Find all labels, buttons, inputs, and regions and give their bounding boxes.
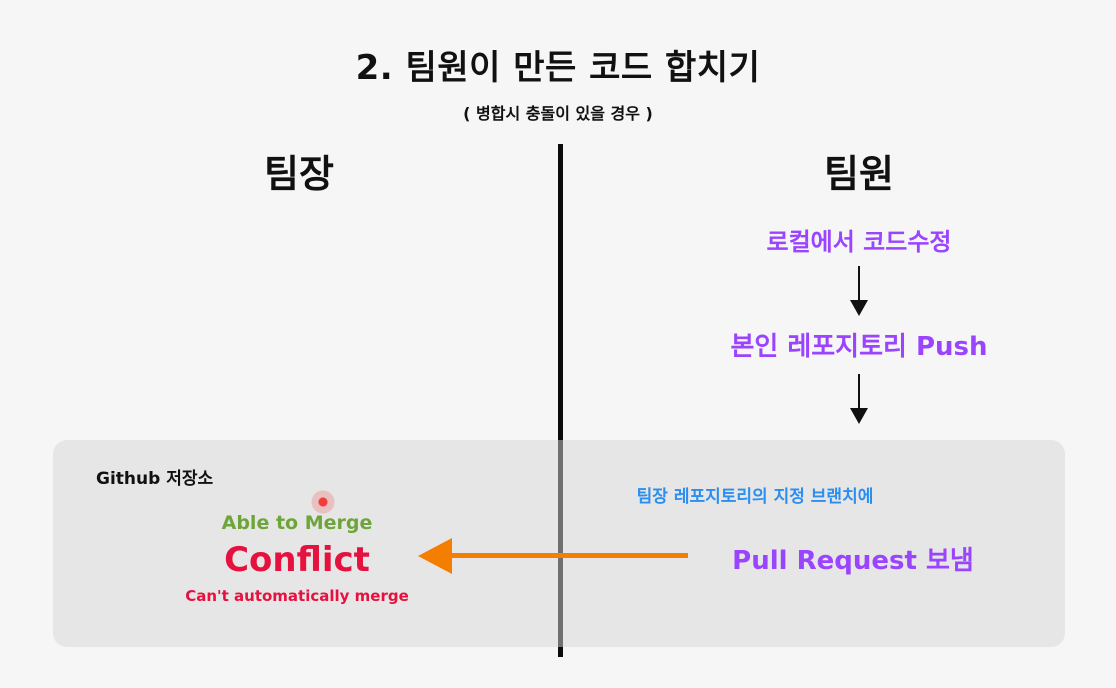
pull-request-text: Pull Request 보냄 [732,546,974,576]
target-branch-text: 팀장 레포지토리의 지정 브랜치에 [636,487,874,507]
team-member-heading: 팀원 [824,152,894,196]
column-divider-shaded-section [558,440,563,647]
step-local-code-edit: 로컬에서 코드수정 [766,228,952,256]
team-leader-heading: 팀장 [264,152,334,196]
page-subtitle: ( 병합시 충돌이 있을 경우 ) [463,104,653,123]
able-to-merge-status: Able to Merge [221,512,373,534]
step-push-to-own-repo: 본인 레포지토리 Push [730,332,988,362]
column-divider [558,144,563,657]
page-title: 2. 팀원이 만든 코드 합치기 [355,48,761,88]
down-arrow-icon [849,266,869,316]
conflict-status: Conflict [224,540,370,580]
down-arrow-icon [849,374,869,424]
cant-merge-status: Can't automatically merge [185,587,409,605]
github-repository-label: Github 저장소 [96,469,214,489]
left-arrow-icon [418,537,688,575]
cursor-dot-icon [311,490,335,514]
